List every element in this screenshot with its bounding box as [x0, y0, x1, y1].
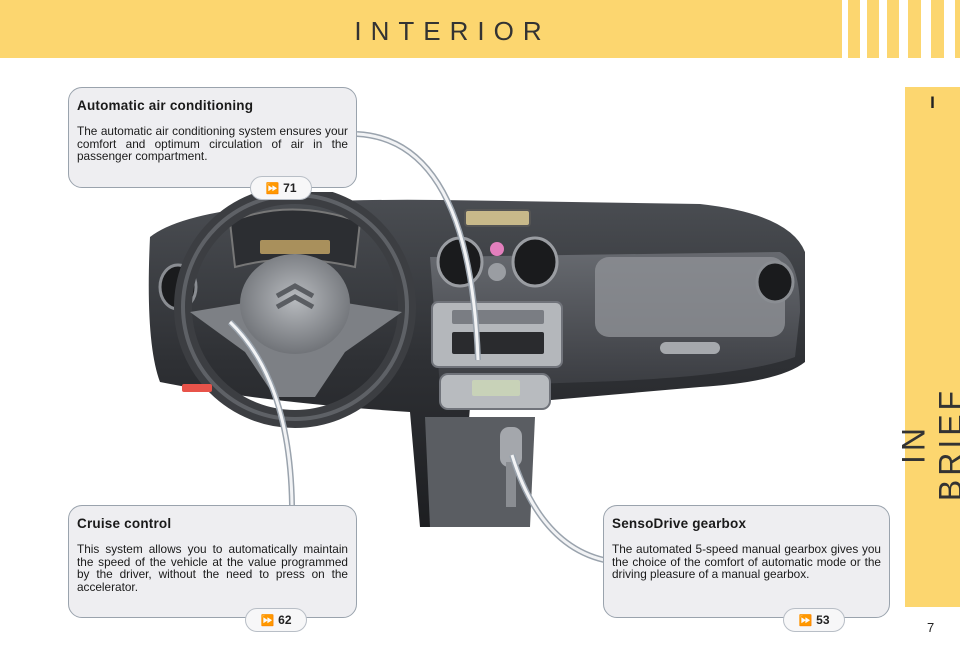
- callout-text: This system allows you to automatically …: [77, 542, 348, 594]
- page-ref-number: 53: [816, 613, 830, 627]
- header-band: INTERIOR: [0, 0, 960, 58]
- radio-buttons: [452, 310, 544, 324]
- callout-text: The automated 5-speed manual gearbox giv…: [612, 542, 881, 582]
- fast-forward-icon: ⏩: [265, 183, 280, 195]
- page-ref-71[interactable]: ⏩71: [250, 176, 312, 200]
- chevron-logo: [275, 283, 315, 310]
- center-vent-right: [511, 236, 559, 288]
- header-stripe: [842, 0, 848, 58]
- radio-screen: [452, 332, 544, 354]
- callout-gearbox: SensoDrive gearbox The automated 5-speed…: [603, 505, 890, 618]
- page-ref-number: 71: [283, 181, 297, 195]
- climate-display: [472, 380, 520, 396]
- center-knob: [488, 263, 506, 281]
- gear-lever: [500, 427, 522, 467]
- page-ref-62[interactable]: ⏩62: [245, 608, 307, 632]
- callout-title: SensoDrive gearbox: [612, 516, 747, 531]
- callout-text: The automatic air conditioning system en…: [77, 124, 348, 164]
- fast-forward-icon: ⏩: [260, 615, 275, 627]
- hazard-button: [490, 242, 504, 256]
- header-stripe: [921, 0, 931, 58]
- section-label: IN BRIEF: [895, 386, 960, 502]
- callout-cruise-control: Cruise control This system allows you to…: [68, 505, 357, 618]
- section-tab: I IN BRIEF: [896, 87, 960, 607]
- dashboard-illustration: [148, 192, 805, 527]
- center-vent-left: [436, 236, 484, 288]
- pedal-marker: [182, 384, 212, 392]
- center-display: [464, 209, 531, 227]
- callout-air-conditioning: Automatic air conditioning The automatic…: [68, 87, 357, 188]
- page-number: 7: [927, 620, 935, 635]
- glovebox-handle: [660, 342, 720, 354]
- header-stripe: [944, 0, 955, 58]
- cluster-display: [260, 240, 330, 254]
- section-letter: I: [930, 93, 935, 112]
- glovebox: [595, 257, 785, 337]
- side-vent-right: [755, 260, 795, 304]
- header-stripe: [860, 0, 867, 58]
- header-stripe: [899, 0, 908, 58]
- steering-wheel-hub: [240, 254, 350, 354]
- page-title: INTERIOR: [354, 16, 551, 46]
- callout-title: Automatic air conditioning: [77, 98, 254, 113]
- header-stripe: [879, 0, 887, 58]
- callout-title: Cruise control: [77, 516, 172, 531]
- fast-forward-icon: ⏩: [798, 615, 813, 627]
- page-ref-53[interactable]: ⏩53: [783, 608, 845, 632]
- page-ref-number: 62: [278, 613, 292, 627]
- gear-shaft: [506, 462, 516, 507]
